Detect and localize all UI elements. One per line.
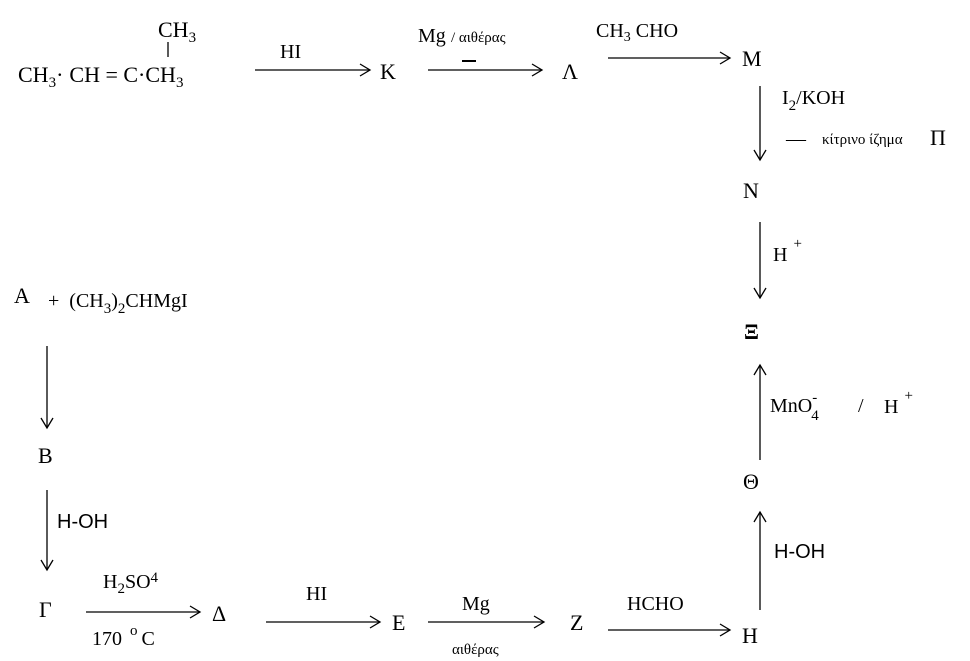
node-delta: Δ bbox=[212, 601, 226, 626]
reagent-ch3cho: CH3 CHO bbox=[596, 20, 678, 45]
reagent-h-oh-1: H-OH bbox=[57, 511, 108, 533]
reagent-i2-koh: I2/KOH bbox=[782, 87, 845, 114]
reagent-h-oh-2: H-OH bbox=[774, 541, 825, 563]
arrowhead bbox=[189, 605, 202, 619]
node-n: N bbox=[743, 178, 759, 203]
reagent-mg-1: Mg bbox=[418, 25, 446, 47]
reagent-hi-2: HI bbox=[306, 583, 327, 605]
arrowhead bbox=[753, 287, 767, 300]
arrowhead bbox=[40, 559, 54, 572]
node-k: K bbox=[380, 59, 396, 84]
node-xi: Ξ bbox=[744, 319, 759, 344]
node-theta: Θ bbox=[743, 469, 759, 494]
byproduct-dash: — bbox=[785, 128, 807, 150]
reagent-grignard: +(CH3)2CHMgI bbox=[48, 290, 188, 317]
reagent-hi-1: HI bbox=[280, 41, 301, 63]
reagent-h2so4: H2SO4 bbox=[103, 570, 159, 597]
reagent-yellow-precipitate: κίτρινο ίζημα bbox=[822, 132, 903, 148]
reagent-hcho: HCHO bbox=[627, 593, 684, 615]
node-z: Z bbox=[570, 610, 583, 635]
reagent-hplus-1: H+ bbox=[773, 236, 802, 266]
reagent-ether-1: / αιθέρας bbox=[451, 30, 506, 46]
arrowhead bbox=[533, 615, 546, 629]
arrowhead bbox=[753, 510, 767, 523]
arrowhead bbox=[753, 363, 767, 376]
node-m: M bbox=[742, 46, 762, 71]
methyl-branch: CH3 bbox=[158, 17, 196, 46]
reagent-hplus-2: H+ bbox=[884, 388, 913, 418]
arrowhead bbox=[719, 623, 732, 637]
node-gamma: Γ bbox=[39, 597, 52, 622]
reagent-permanganate: MnO-4 bbox=[770, 390, 819, 424]
arrowhead bbox=[359, 63, 372, 77]
node-h: H bbox=[742, 623, 758, 648]
start-alkene: CH3·CH = C·CH3 bbox=[18, 62, 183, 91]
node-a: A bbox=[14, 283, 30, 308]
arrowhead bbox=[719, 51, 732, 65]
arrowhead bbox=[40, 417, 54, 430]
node-lambda: Λ bbox=[562, 59, 578, 84]
arrowhead bbox=[753, 149, 767, 162]
arrowhead bbox=[531, 63, 544, 77]
reagent-ether-2: αιθέρας bbox=[452, 642, 499, 658]
node-pi: Π bbox=[930, 125, 946, 150]
reagent-slash: / bbox=[858, 395, 864, 417]
arrowhead bbox=[369, 615, 382, 629]
reagent-mg-2: Mg bbox=[462, 593, 490, 615]
node-b: B bbox=[38, 443, 53, 468]
node-e: E bbox=[392, 610, 405, 635]
